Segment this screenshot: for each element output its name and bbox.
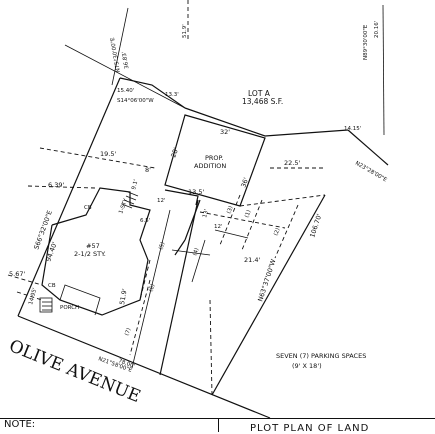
dimension-leaders <box>7 147 325 301</box>
north-jog-line <box>119 77 186 109</box>
dim-12-a: 12' <box>157 198 166 204</box>
space-5: (5) <box>158 241 166 250</box>
dim-94-40: 94.40' <box>44 241 59 263</box>
proposed-line1: PROP. <box>205 154 224 162</box>
east-lot-line <box>347 129 389 166</box>
dim-5-67: 5.67' <box>9 270 25 278</box>
space-7: (7) <box>124 327 132 336</box>
proposed-line2: ADDITION <box>194 162 226 170</box>
olive-avenue-line <box>17 315 271 419</box>
parking-line2: (9' X 18') <box>292 362 322 370</box>
title-block-divider <box>218 419 219 432</box>
top-left-bearing: N75°30'00"E 36.83' <box>110 36 131 72</box>
lot-name: LOT A <box>248 89 271 98</box>
parking-line1: SEVEN (7) PARKING SPACES <box>276 352 366 360</box>
dim-15-40: 15.40' <box>117 88 134 94</box>
dim-6-39: 6.39' <box>48 181 64 189</box>
title-block-border <box>0 418 435 433</box>
lot-boundary <box>17 77 389 419</box>
top-left-distance-text: 36.83' <box>122 51 131 69</box>
dim-32: 32' <box>220 128 230 136</box>
plot-title: PLOT PLAN OF LAND <box>250 423 370 434</box>
west-lot-line <box>17 77 121 317</box>
parking-layout <box>129 189 326 396</box>
dim-13-5: 13.5' <box>188 188 204 196</box>
dim-6-5: 6.5' <box>140 218 150 224</box>
dim-78-00: 78.00' <box>117 358 135 370</box>
label-porch: PORCH <box>60 305 79 311</box>
dim-14-95: 14.95' <box>28 287 38 305</box>
north-lot-line <box>184 107 349 137</box>
left-side-bearing: S14°06'00"W <box>117 98 154 104</box>
label-cb-lower: CB <box>48 283 56 289</box>
dim-13: 13' <box>202 209 210 219</box>
space-6: (6) <box>148 283 156 292</box>
dim-9-1: 9.1' <box>131 179 139 190</box>
top-left-tick <box>111 7 129 86</box>
dim-22-5: 22.5' <box>284 159 300 167</box>
house-outline <box>39 187 151 316</box>
dim-12-b: 12' <box>214 224 223 230</box>
stair-marks <box>121 191 139 209</box>
dim-14-15: 14.15' <box>344 126 361 132</box>
reference-lines <box>64 0 385 136</box>
space-1: (1) <box>244 209 252 218</box>
right-side-bearing: N23°28'00"E <box>354 161 388 184</box>
dim-19-5: 19.5' <box>100 150 116 158</box>
note-label: NOTE: <box>4 419 36 430</box>
label-one-sty: 1-STY <box>118 197 129 214</box>
top-right-bearing-text: N89°30'00"E <box>363 24 369 60</box>
dim-13-3: 13.3' <box>165 92 179 98</box>
house-number: #57 <box>86 242 100 250</box>
northwest-line <box>64 44 186 109</box>
top-right-distance-text: 20.16' <box>374 21 380 38</box>
top-left-bearing-text: N75°30'00"E <box>110 36 122 72</box>
lot-line-bearing: N63°37'00"W <box>256 258 277 303</box>
lot-area: 13,468 S.F. <box>242 97 283 106</box>
house-stories: 2-1/2 STY. <box>74 250 106 258</box>
dim-106-70: 106.70' <box>308 213 323 239</box>
space-3: (3) <box>226 205 234 214</box>
space-2: (2) <box>273 227 281 236</box>
dim-28: 28' <box>169 146 180 158</box>
dim-51-9: 51.9' <box>118 288 129 306</box>
dim-8: 8' <box>145 166 151 174</box>
top-mid-bearing-text: 51.9' <box>182 24 188 38</box>
street-name: OLIVE AVENUE <box>6 336 143 407</box>
southeast-lot-line <box>211 194 326 396</box>
top-right-tick <box>382 4 385 136</box>
dim-36: 36' <box>239 176 250 188</box>
dim-21-4: 21.4' <box>244 256 260 264</box>
space-4: (4) <box>192 247 200 256</box>
label-cb-upper: CB <box>84 205 92 211</box>
